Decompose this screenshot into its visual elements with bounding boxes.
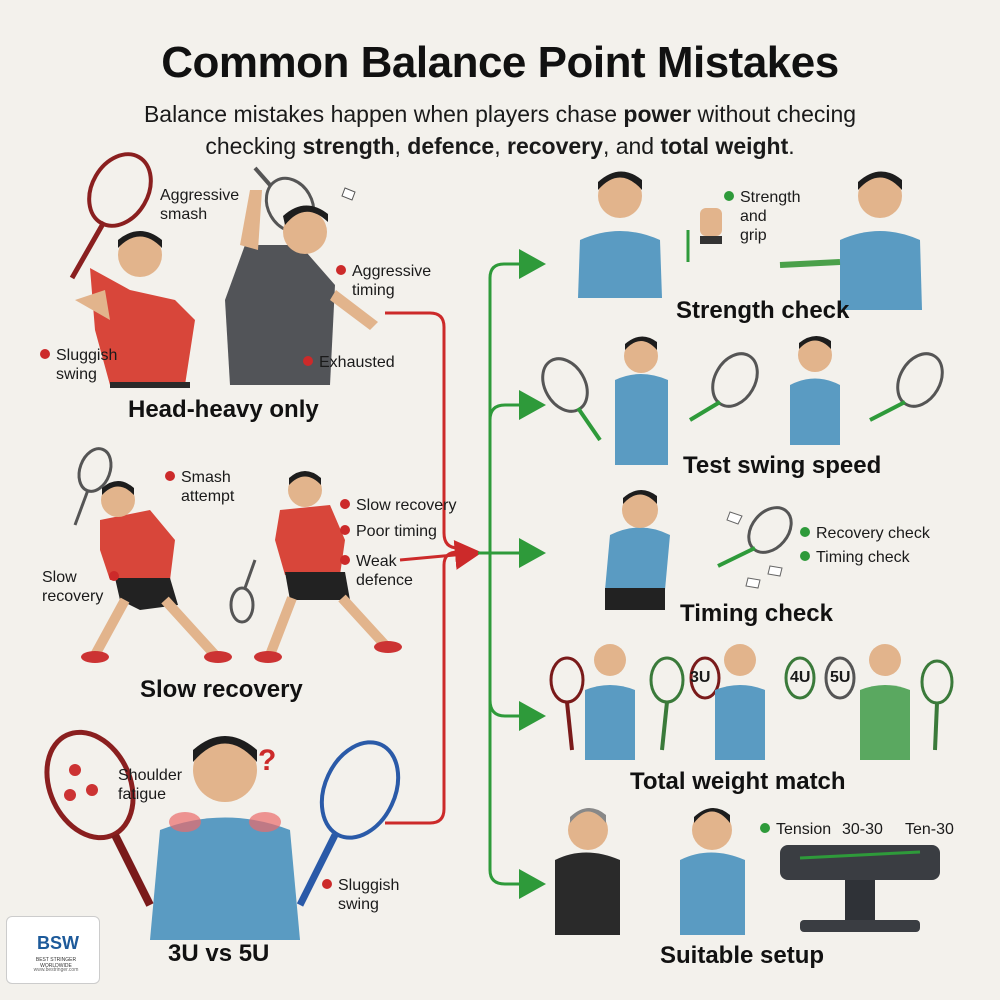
label-poor-timing: Poor timing (340, 522, 437, 541)
label-sluggish-swing-5u: Sluggish swing (322, 876, 399, 914)
question-mark: ? (258, 744, 276, 777)
label-tension: Tension (760, 820, 831, 839)
tag-5u: 5U (830, 669, 851, 686)
label-timing-check: Timing check (800, 548, 910, 567)
subtitle-text: , and (602, 133, 661, 159)
bsw-logo[interactable]: BSW BEST STRINGER WORLDWIDE www.bestring… (6, 916, 100, 984)
label-aggressive-smash: Aggressive smash (160, 187, 240, 223)
weight-compare-illustration: ? (44, 729, 401, 940)
caption-swing-speed: Test swing speed (683, 452, 882, 479)
label-exhausted: Exhausted (303, 353, 395, 372)
label-sluggish-swing: Sluggish swing (40, 346, 117, 384)
slow-recovery-illustration (73, 447, 402, 663)
caption-suitable-setup: Suitable setup (660, 942, 825, 969)
logo-text: BSW (37, 933, 79, 953)
label-shoulder-fatigue: Shoulder fatigue (118, 767, 183, 803)
page-title: Common Balance Point Mistakes (161, 38, 839, 87)
label-recovery-check: Recovery check (800, 524, 930, 543)
label-ten-value: Ten-30 (905, 821, 954, 838)
subtitle-text: without checing (691, 101, 857, 127)
caption-slow-recovery: Slow recovery (140, 676, 303, 703)
label-strength-grip: Strength and grip (724, 188, 800, 245)
subtitle-text: . (788, 133, 795, 159)
subtitle-keyword: defence (407, 133, 495, 159)
logo-url: www.bestringer.com (33, 967, 79, 973)
subtitle-text: Balance mistakes happen when players cha… (143, 101, 624, 127)
label-smash-attempt: Smash attempt (165, 468, 234, 506)
label-aggressive-timing: Aggressive timing (336, 262, 431, 300)
caption-head-heavy: Head-heavy only (128, 396, 319, 423)
mistake-connectors (385, 311, 482, 825)
label-tension-value: 30-30 (842, 821, 883, 838)
subtitle-keyword: recovery (507, 133, 603, 159)
strength-check-illustration (578, 171, 922, 310)
subtitle-text: , (494, 133, 508, 159)
label-slow-recovery-left: Slow recovery (42, 568, 125, 606)
caption-weight-compare: 3U vs 5U (168, 940, 270, 967)
logo-tagline: BEST STRINGER WORLDWIDE (35, 957, 77, 969)
tag-4u: 4U (790, 669, 811, 686)
timing-check-illustration (605, 489, 793, 610)
caption-strength-check: Strength check (676, 297, 850, 324)
check-connectors (478, 249, 546, 899)
swing-speed-illustration (541, 335, 944, 465)
head-heavy-illustration (69, 152, 378, 388)
subtitle-keyword: power (623, 101, 692, 127)
subtitle-text: checking (205, 133, 303, 159)
setup-illustration (555, 807, 940, 935)
tag-3u: 3U (690, 669, 711, 686)
total-weight-illustration (549, 644, 954, 760)
label-slow-recovery: Slow recovery (340, 496, 456, 515)
subtitle-keyword: strength (302, 133, 395, 159)
label-weak-defence: Weak defence (340, 552, 413, 590)
subtitle-keyword: total weight (660, 133, 789, 159)
caption-total-weight: Total weight match (630, 768, 846, 795)
caption-timing-check: Timing check (680, 600, 833, 627)
subtitle-text: , (394, 133, 408, 159)
page-subtitle: Balance mistakes happen when players cha… (60, 98, 940, 162)
